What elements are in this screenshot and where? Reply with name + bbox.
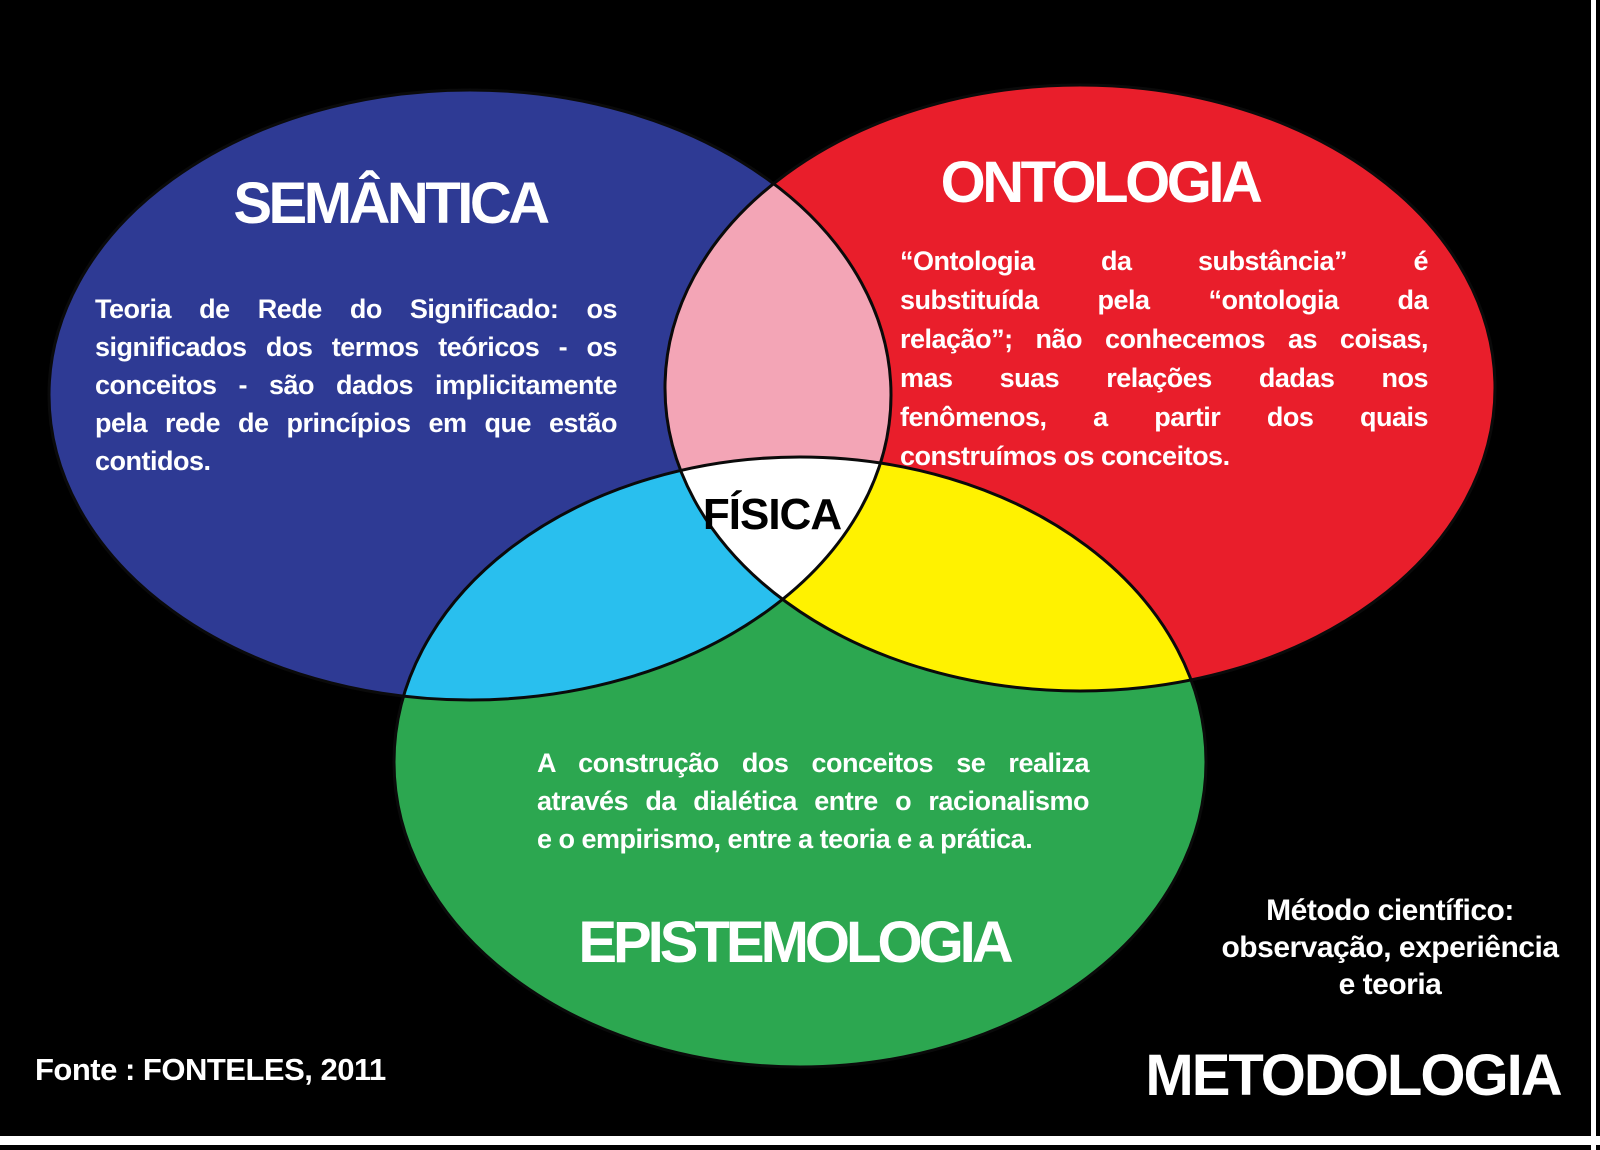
body-line: mas suas relações dadas nos (900, 363, 1429, 393)
body-line: e o empirismo, entre a teoria e a prátic… (537, 824, 1033, 854)
methodology-note: Método científico: observação, experiênc… (1190, 892, 1590, 1003)
semantica-title: SEMÂNTICA (233, 171, 550, 236)
semantica-body: Teoria de Rede do Significado: os signif… (95, 290, 618, 480)
center-label: FÍSICA (702, 490, 842, 539)
overlap-ontologia-epistemologia (665, 457, 1206, 691)
body-line: contidos. (95, 446, 211, 476)
body-line: relação”; não conhecemos as coisas, (900, 324, 1429, 354)
body-line: através da dialética entre o racionalism… (537, 786, 1090, 816)
overlap-semantica-epistemologia (394, 457, 891, 700)
note-line: e teoria (1338, 968, 1442, 1001)
source-label: Fonte : FONTELES, 2011 (35, 1052, 386, 1087)
ontologia-circle-outline (663, 83, 1497, 693)
epistemologia-circle-outline (392, 455, 1208, 1069)
body-line: conceitos - são dados implicitamente (95, 370, 618, 400)
note-line: observação, experiência (1221, 931, 1559, 964)
slide-border-bottom (0, 1136, 1600, 1145)
epistemologia-body: A construção dos conceitos se realiza at… (537, 744, 1090, 858)
body-line: Teoria de Rede do Significado: os (95, 294, 618, 324)
note-line: Método científico: (1266, 894, 1514, 927)
body-line: A construção dos conceitos se realiza (537, 748, 1090, 778)
ontologia-title: ONTOLOGIA (940, 150, 1263, 215)
slide-border-right (1591, 0, 1596, 1150)
body-line: pela rede de princípios em que estão (95, 408, 618, 438)
methodology-label: METODOLOGIA (1145, 1043, 1562, 1108)
body-line: “Ontologia da substância” é (900, 246, 1429, 276)
epistemologia-title: EPISTEMOLOGIA (578, 910, 1013, 975)
body-line: fenômenos, a partir dos quais (900, 402, 1429, 432)
body-line: construímos os conceitos. (900, 441, 1230, 471)
body-line: significados dos termos teóricos - os (95, 332, 618, 362)
semantica-circle-outline (47, 88, 893, 702)
ontologia-body: “Ontologia da substância” é substituída … (900, 242, 1429, 476)
body-line: substituída pela “ontologia da (900, 285, 1429, 315)
